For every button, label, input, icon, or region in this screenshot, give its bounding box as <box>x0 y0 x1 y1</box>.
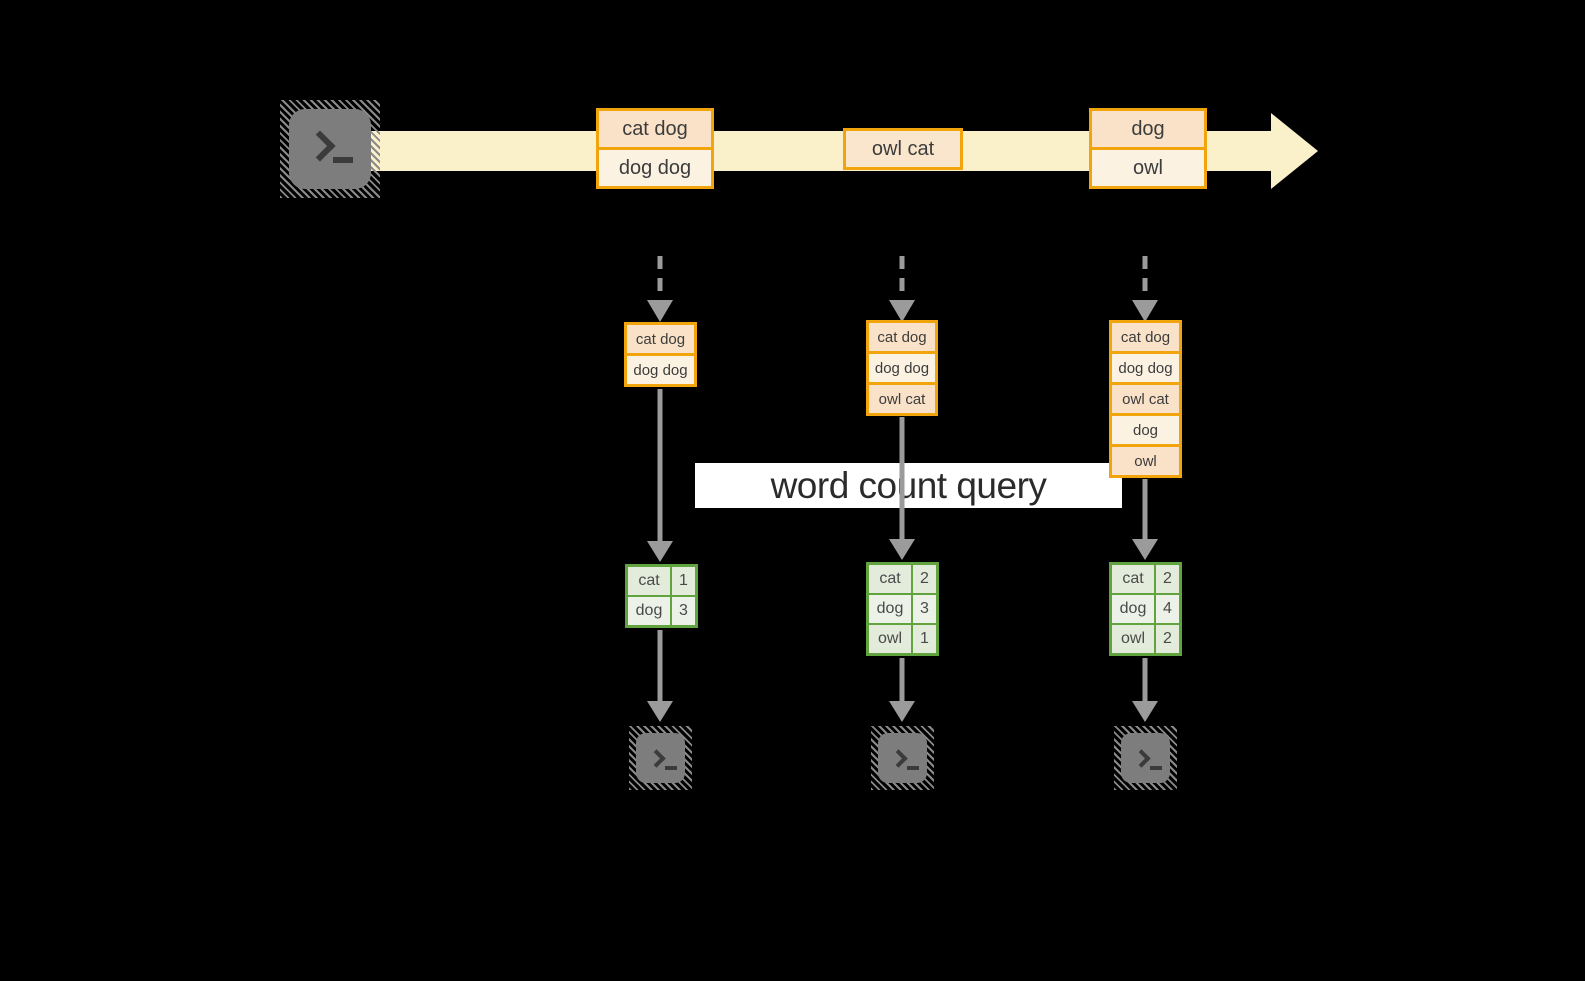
prompt-underscore-icon <box>1150 766 1162 770</box>
state-cell: dog dog <box>1112 354 1179 382</box>
count-cell: 2 <box>1156 625 1179 653</box>
count-cell: 2 <box>913 565 936 593</box>
state-cell: cat dog <box>869 323 935 351</box>
sink-terminal-icon-3 <box>1114 726 1177 790</box>
word-cell: cat <box>869 565 911 593</box>
stream-event-box-1: cat dog dog dog <box>596 108 714 189</box>
prompt-chevron-icon <box>889 749 908 768</box>
stream-event-cell: dog <box>1092 111 1204 147</box>
table-row: cat 1 <box>628 567 695 595</box>
count-cell: 1 <box>913 625 936 653</box>
source-terminal-icon <box>280 100 380 198</box>
state-cell: dog dog <box>627 356 694 384</box>
word-cell: owl <box>1112 625 1154 653</box>
word-cell: dog <box>1112 595 1154 623</box>
count-cell: 2 <box>1156 565 1179 593</box>
query-label: word count query <box>770 464 1047 506</box>
word-cell: cat <box>1112 565 1154 593</box>
terminal-screen <box>289 109 371 189</box>
count-table-2: cat 2 dog 3 owl 1 <box>866 562 939 656</box>
state-cell: cat dog <box>627 325 694 353</box>
count-cell: 4 <box>1156 595 1179 623</box>
dashed-arrow-1 <box>647 256 673 322</box>
state-cell: owl cat <box>869 385 935 413</box>
state-buffer-3: cat dog dog dog owl cat dog owl <box>1109 320 1182 478</box>
state-buffer-1: cat dog dog dog <box>624 322 697 387</box>
count-table-3: cat 2 dog 4 owl 2 <box>1109 562 1182 656</box>
sink-terminal-icon-2 <box>871 726 934 790</box>
terminal-screen <box>878 733 927 783</box>
stream-event-cell: owl <box>1092 150 1204 186</box>
state-cell: dog <box>1112 416 1179 444</box>
stream-event-box-2: owl cat <box>843 128 963 170</box>
table-row: owl 1 <box>869 625 936 653</box>
table-row: owl 2 <box>1112 625 1179 653</box>
state-cell: cat dog <box>1112 323 1179 351</box>
table-row: dog 3 <box>628 597 695 625</box>
dashed-arrow-2 <box>889 256 915 322</box>
state-buffer-2: cat dog dog dog owl cat <box>866 320 938 416</box>
word-cell: owl <box>869 625 911 653</box>
stream-event-cell: cat dog <box>599 111 711 147</box>
word-cell: dog <box>628 597 670 625</box>
count-cell: 1 <box>672 567 695 595</box>
count-table-1: cat 1 dog 3 <box>625 564 698 628</box>
terminal-screen <box>1121 733 1170 783</box>
state-cell: dog dog <box>869 354 935 382</box>
prompt-underscore-icon <box>907 766 919 770</box>
state-cell: owl cat <box>1112 385 1179 413</box>
stream-event-cell: dog dog <box>599 150 711 186</box>
prompt-chevron-icon <box>1132 749 1151 768</box>
state-to-table-arrow-3 <box>1132 479 1158 560</box>
prompt-underscore-icon <box>333 157 353 163</box>
table-row: cat 2 <box>869 565 936 593</box>
table-row: dog 3 <box>869 595 936 623</box>
state-to-table-arrow-1 <box>647 389 673 562</box>
prompt-underscore-icon <box>665 766 677 770</box>
word-cell: cat <box>628 567 670 595</box>
count-cell: 3 <box>913 595 936 623</box>
sink-terminal-icon-1 <box>629 726 692 790</box>
stream-event-cell: owl cat <box>846 131 960 167</box>
dashed-arrow-3 <box>1132 256 1158 322</box>
table-row: dog 4 <box>1112 595 1179 623</box>
stream-arrowhead-icon <box>1271 113 1318 189</box>
query-label-band: word count query <box>695 463 1122 508</box>
count-cell: 3 <box>672 597 695 625</box>
prompt-chevron-icon <box>647 749 666 768</box>
state-cell: owl <box>1112 447 1179 475</box>
table-to-sink-arrow-1 <box>647 630 673 722</box>
terminal-screen <box>636 733 685 783</box>
table-row: cat 2 <box>1112 565 1179 593</box>
stream-event-box-3: dog owl <box>1089 108 1207 189</box>
table-to-sink-arrow-2 <box>889 658 915 722</box>
prompt-chevron-icon <box>304 130 336 162</box>
word-cell: dog <box>869 595 911 623</box>
table-to-sink-arrow-3 <box>1132 658 1158 722</box>
